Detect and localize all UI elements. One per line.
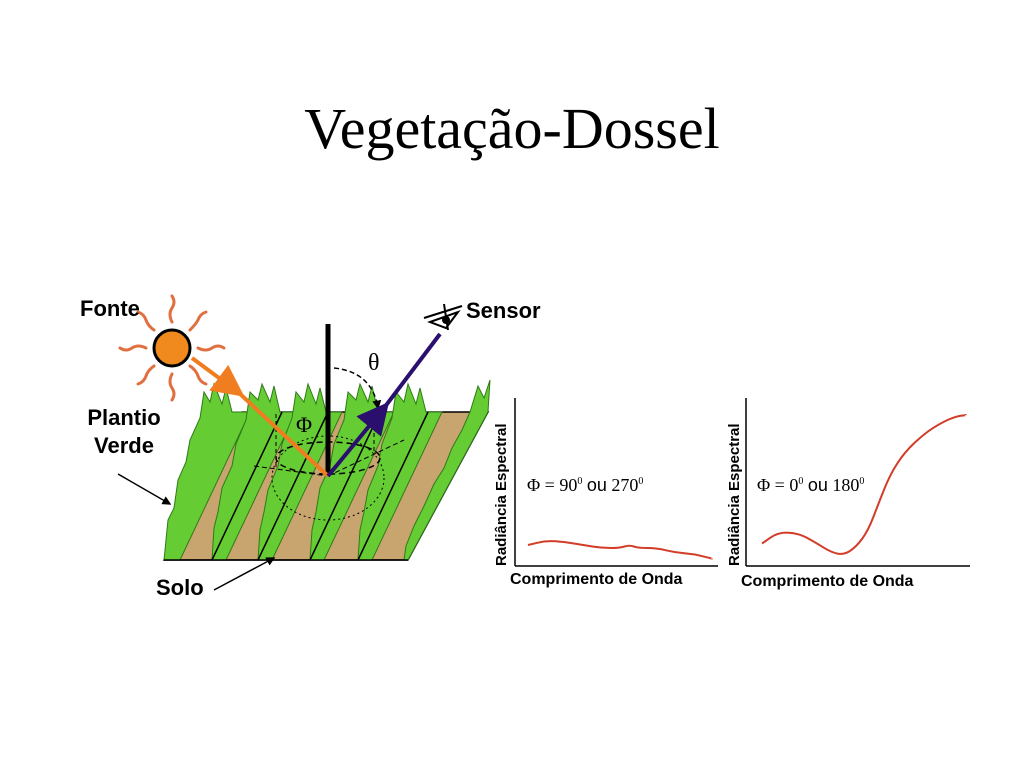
chart-2-ylabel: Radiância Espectral [726, 423, 743, 566]
canopy-label-line1: Plantio [87, 405, 161, 430]
soil-pointer [213, 557, 276, 591]
chart-2-condition: Φ = 00 ou 1800 [757, 475, 864, 496]
sensor-label: Sensor [466, 298, 541, 323]
chart-2-degree-a: 0 [798, 476, 804, 487]
chart-1-series-1-line [527, 540, 713, 560]
chart-2-eq: = [774, 475, 785, 495]
slide-title: Vegetação-Dossel [304, 96, 720, 161]
chart-1-axes [514, 398, 718, 567]
chart-2-axes [745, 398, 970, 567]
chart-2-phi: Φ [757, 475, 771, 495]
sensor-eye-icon [423, 303, 463, 331]
chart-1-xlabel: Comprimento de Onda [510, 571, 683, 588]
chart-1-eq: = [544, 475, 555, 495]
chart-1-phi: Φ [527, 475, 541, 495]
canopy-label: Plantio Verde [70, 404, 178, 460]
chart-1-condition: Φ = 900 ou 2700 [527, 475, 643, 496]
chart-2-or: ou [807, 475, 828, 495]
theta-arc [333, 367, 382, 410]
soil-label: Solo [156, 575, 204, 600]
chart-2-angle-a: 0 [789, 475, 799, 495]
canopy-label-line2: Verde [94, 433, 154, 458]
chart-1-degree-b: 0 [638, 476, 644, 487]
chart-2-series-1-line [761, 414, 967, 555]
chart-1-or: ou [586, 475, 607, 495]
theta-label: θ [368, 350, 380, 376]
chart-1-ylabel: Radiância Espectral [493, 423, 510, 566]
source-label: Fonte [80, 296, 140, 321]
chart-2-xlabel: Comprimento de Onda [741, 573, 914, 590]
chart-1-degree-a: 0 [577, 476, 583, 487]
phi-label: Φ [296, 412, 313, 437]
reflected-ray [326, 401, 390, 478]
incident-ray [190, 356, 245, 397]
chart-2-degree-b: 0 [859, 476, 865, 487]
chart-1-angle-b: 270 [611, 475, 639, 495]
chart-1-angle-a: 90 [559, 475, 578, 495]
canopy-pointer [117, 473, 172, 505]
chart-2-angle-b: 180 [832, 475, 860, 495]
sun-icon [118, 294, 226, 402]
